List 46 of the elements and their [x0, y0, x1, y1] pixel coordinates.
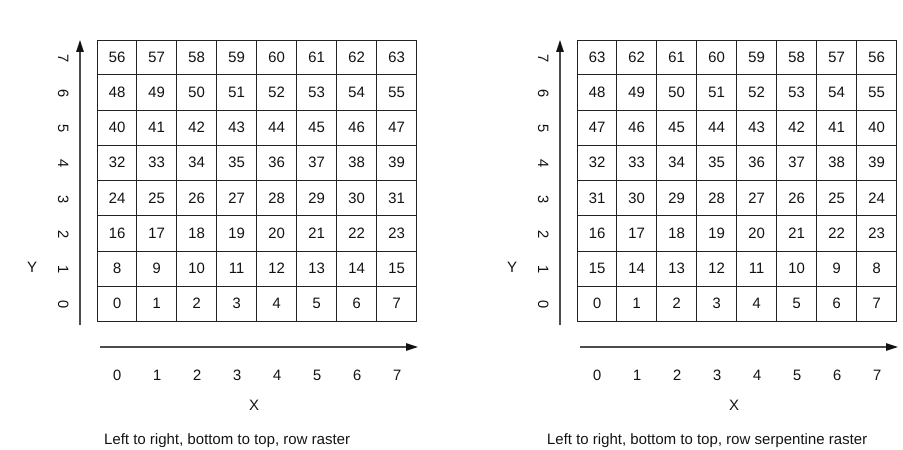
axis-tick-label: 7: [392, 367, 402, 385]
axis-tick-label: 5: [792, 367, 802, 385]
axis-tick-label: 2: [192, 367, 202, 385]
axis-tick-label: 4: [272, 367, 282, 385]
grid-cell: 56: [97, 40, 137, 76]
caption: Left to right, bottom to top, row raster: [104, 431, 350, 449]
axis-tick-label: 3: [712, 367, 722, 385]
axis-tick-label: 7: [872, 367, 882, 385]
axis-tick-label: 5: [312, 367, 322, 385]
grid-cell: 0: [97, 286, 137, 322]
axis-tick-label: 6: [533, 88, 551, 98]
axis-tick-label: 1: [533, 264, 551, 274]
axis-tick-label: 3: [533, 194, 551, 203]
axis-tick-label: 3: [53, 194, 71, 203]
axis-label: X: [729, 397, 739, 415]
axis-tick-label: 0: [592, 367, 602, 385]
grid-cell: 7: [376, 286, 417, 322]
axis-tick-label: 5: [53, 124, 71, 132]
axis-tick-label: 6: [352, 367, 362, 385]
axis-tick-label: 3: [232, 367, 242, 385]
axis-tick-label: 2: [533, 230, 551, 238]
axis-label: Y: [27, 259, 37, 277]
axis-label: X: [249, 397, 259, 415]
axis-tick-label: 7: [533, 53, 551, 62]
axis-tick-label: 5: [533, 124, 551, 132]
axis-tick-label: 2: [672, 367, 682, 385]
axis-tick-label: 6: [832, 367, 842, 385]
axis-tick-label: 1: [152, 367, 162, 385]
grid-cell: 7: [856, 286, 897, 322]
grid-cell: 63: [577, 40, 617, 76]
caption: Left to right, bottom to top, row serpentine raster: [546, 431, 868, 449]
axis-tick-label: 1: [53, 264, 71, 274]
axis-tick-label: 2: [53, 230, 71, 238]
axis-tick-label: 0: [112, 367, 122, 385]
axis-tick-label: 0: [533, 300, 551, 309]
axis-tick-label: 6: [53, 88, 71, 98]
axis-tick-label: 4: [752, 367, 762, 385]
axis-tick-label: 4: [533, 159, 551, 168]
axis-label: Y: [507, 259, 517, 277]
axis-tick-label: 1: [632, 367, 642, 385]
axis-tick-label: 7: [53, 53, 71, 62]
axis-tick-label: 4: [53, 159, 71, 168]
axis-tick-label: 0: [53, 300, 71, 309]
grid-cell: 56: [856, 40, 897, 76]
grid-cell: 63: [376, 40, 417, 76]
grid-cell: 0: [577, 286, 617, 322]
